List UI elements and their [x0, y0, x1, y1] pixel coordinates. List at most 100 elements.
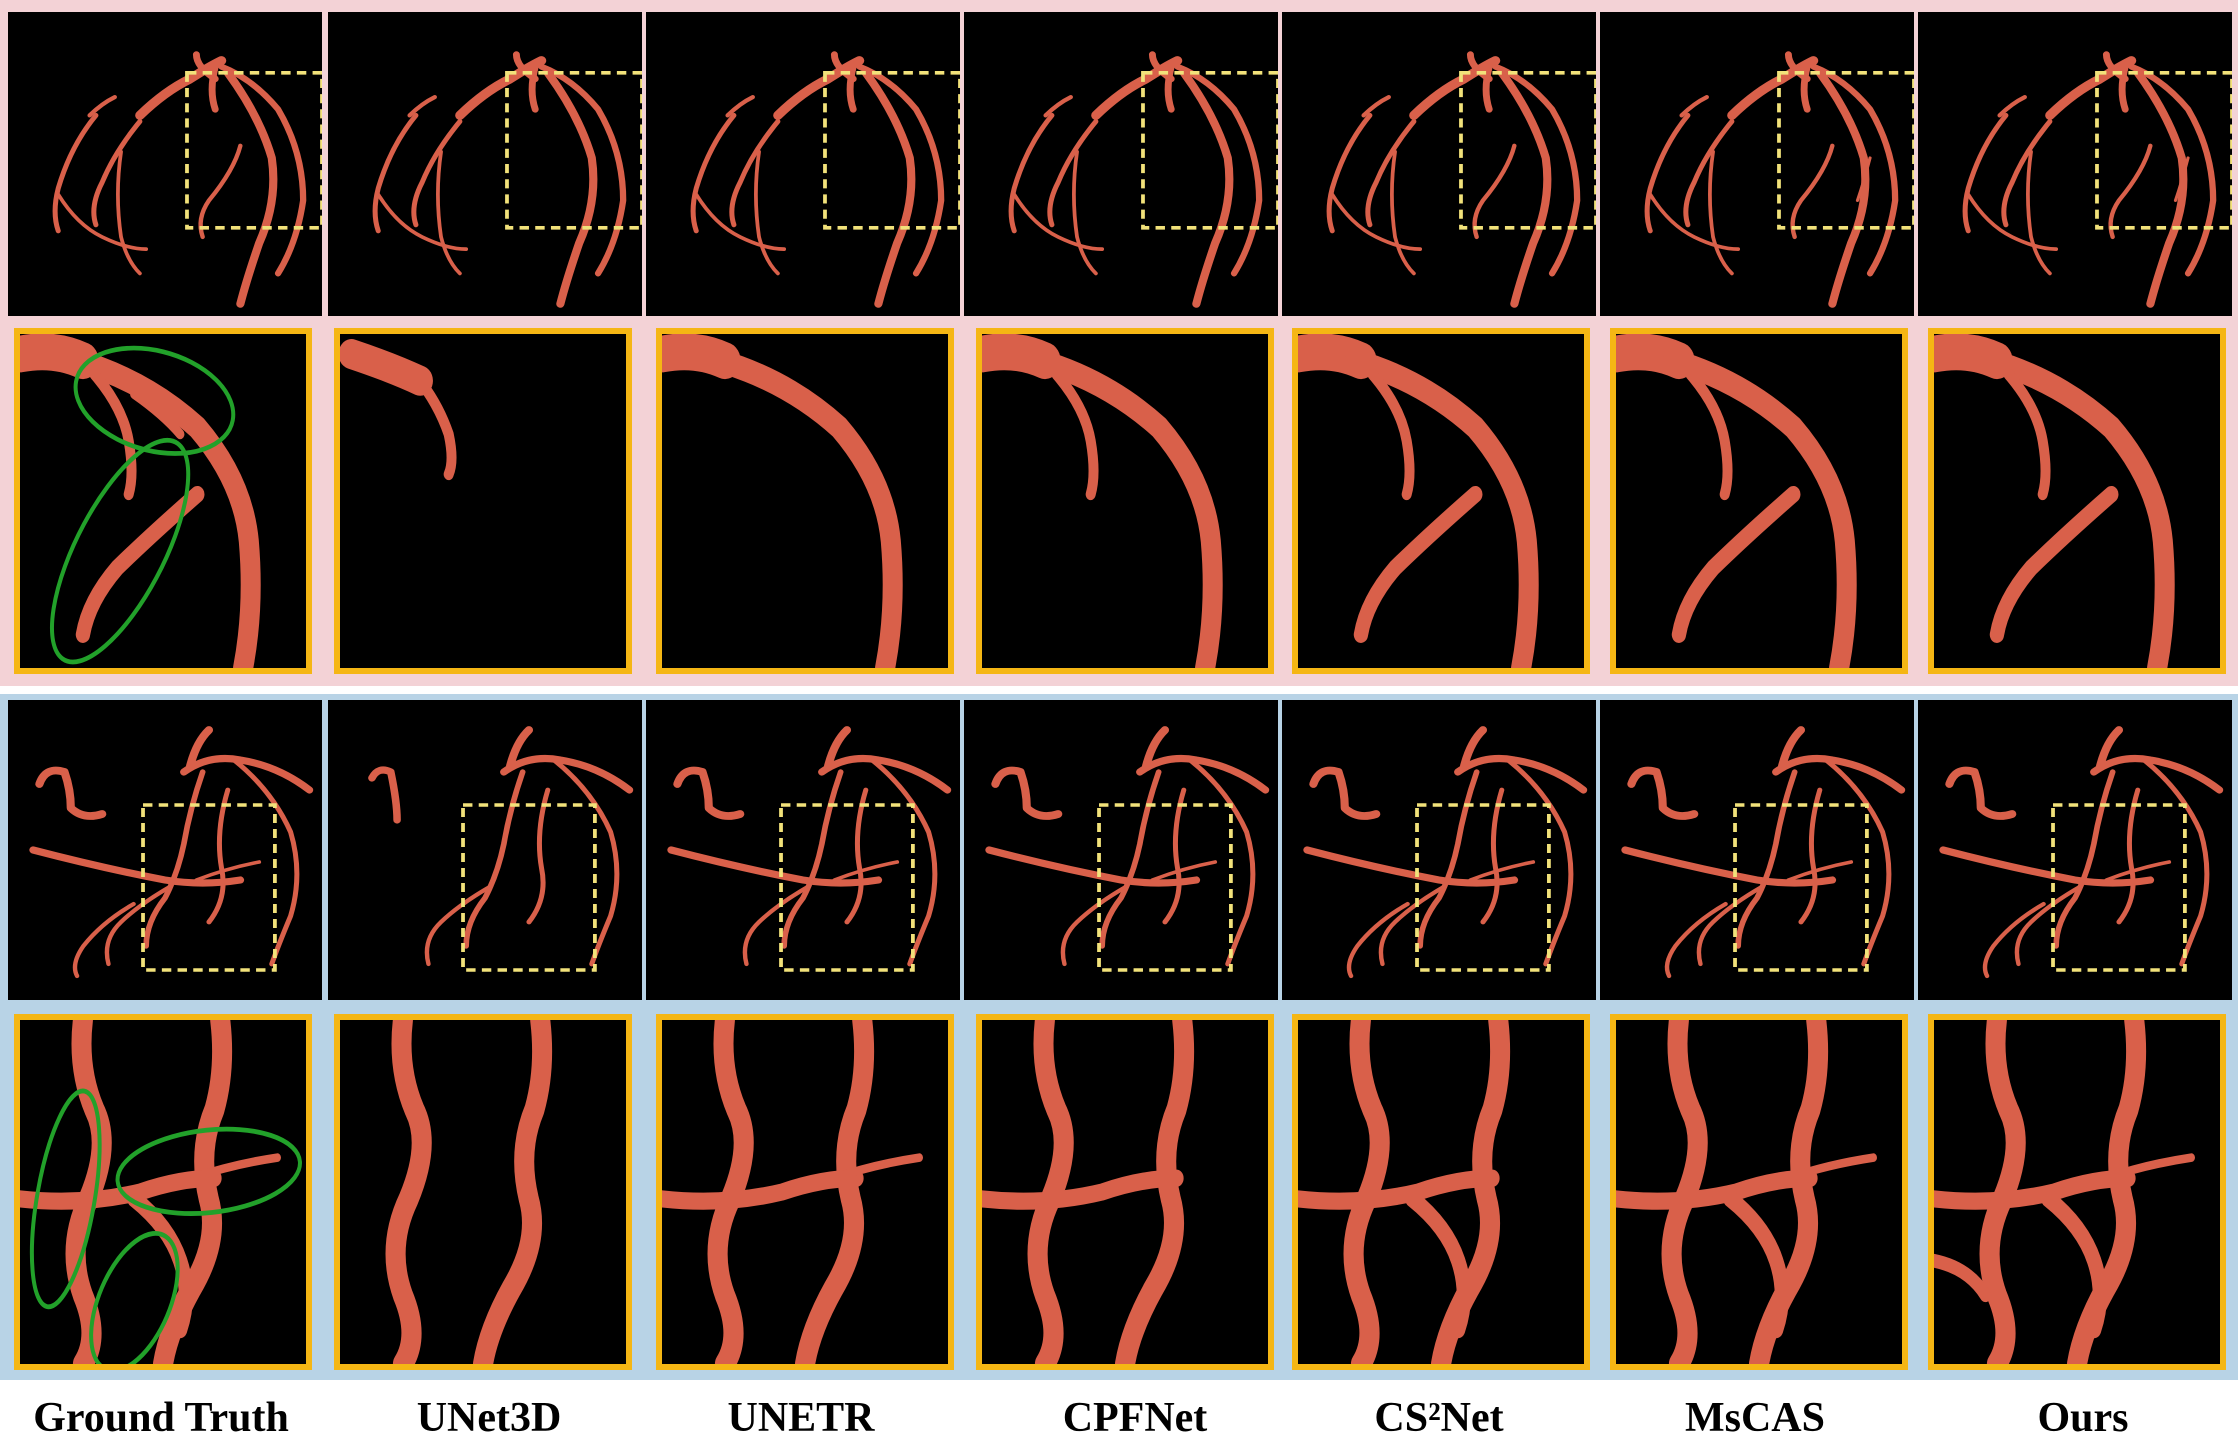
vessel-segment: [143, 769, 206, 949]
vessel-segment: [500, 754, 634, 794]
vessel-segment: [551, 757, 620, 967]
vessel-segment: [1148, 51, 1175, 83]
vessel-segment: [1939, 846, 2155, 887]
vessel-segment: [1330, 192, 1423, 251]
vessel-segment: [180, 754, 314, 794]
vessel-segment: [2128, 63, 2217, 277]
vessel-segment: [742, 883, 812, 967]
vessel-segment: [2066, 1020, 2147, 1364]
vessel-segment: [1454, 754, 1588, 794]
vessel-segment: [1664, 901, 1728, 979]
vessel-segment: [830, 51, 857, 83]
roi-dashed-box: [2095, 70, 2232, 230]
overview-case2-mscas: [1600, 700, 1914, 1000]
roi-dashed-box: [1459, 70, 1596, 230]
vessel-segment: [1616, 1169, 1818, 1210]
vessel-segment: [2108, 143, 2153, 240]
vessel-segment: [1823, 757, 1892, 967]
zoom-case2-gt: [14, 1014, 312, 1370]
vessel-segment: [1671, 485, 1801, 643]
vessel-segment: [709, 349, 903, 668]
vessel-segment: [2041, 1190, 2107, 1339]
vessel-segment: [1142, 726, 1170, 770]
vessel-segment: [1060, 883, 1130, 967]
vessel-segment: [87, 94, 117, 118]
vessel-segment: [223, 68, 278, 308]
vessel-segment: [1934, 1169, 2136, 1210]
vessel-segment: [1981, 349, 2175, 668]
vessel-segment: [824, 726, 852, 770]
vessel-segment: [1648, 192, 1741, 251]
vessel-segment: [1179, 68, 1234, 308]
vessel-segment: [985, 846, 1201, 887]
vessel-segment: [528, 63, 539, 113]
vessel-segment: [1346, 901, 1410, 979]
roi-dashed-box: [185, 70, 322, 230]
vessel-segment: [1855, 156, 1872, 202]
vessel-segment: [1150, 860, 1218, 882]
roi-dashed-box: [461, 803, 597, 972]
vessel-segment: [29, 846, 245, 887]
roi-dashed-box: [1097, 803, 1233, 972]
vessel-segment: [1790, 143, 1835, 240]
vessel-segment: [218, 63, 307, 277]
vessel-segment: [754, 150, 780, 276]
vessel-segment: [1663, 349, 1857, 668]
vessel-segment: [1390, 150, 1416, 276]
vessel-segment: [1505, 757, 1574, 967]
vessel-segment: [982, 1169, 1184, 1210]
vessel-segment: [673, 766, 745, 820]
roi-dashed-box: [1733, 803, 1869, 972]
annotation-ellipse: [89, 1230, 180, 1364]
vessel-segment: [1492, 63, 1581, 277]
zoom-case1-unetr: [656, 328, 954, 674]
vessel-segment: [1136, 754, 1270, 794]
vessel-segment: [1696, 883, 1766, 967]
vessel-segment: [1497, 68, 1552, 308]
vessel-segment: [2116, 787, 2141, 925]
vessel-segment: [91, 119, 143, 228]
vessel-segment: [1303, 846, 1519, 887]
vessel-segment: [407, 94, 437, 118]
zoom-case2-unetr: [656, 1014, 954, 1370]
vessel-segment: [1982, 901, 2046, 979]
vessel-segment: [1997, 94, 2027, 118]
vessel-segment: [198, 143, 243, 240]
vessel-segment: [1072, 150, 1098, 276]
label-unet3d: UNet3D: [416, 1395, 562, 1441]
vessel-segment: [725, 94, 755, 118]
vessel-segment: [1114, 1020, 1195, 1364]
vessel-segment: [1772, 754, 1906, 794]
vessel-segment: [127, 1190, 193, 1339]
vessel-segment: [2133, 68, 2188, 308]
vessel-segment: [2173, 156, 2190, 202]
vessel-segment: [1685, 368, 1733, 501]
vessel-segment: [376, 192, 469, 251]
vessel-segment: [543, 68, 598, 308]
zoom-case2-unet3d: [334, 1014, 632, 1370]
vessel-segment: [2001, 119, 2053, 228]
vessel-segment: [818, 754, 952, 794]
vessel-segment: [1008, 112, 1055, 234]
overview-case2-gt: [8, 700, 322, 1000]
overview-case2-cs2net: [1282, 700, 1596, 1000]
vessel-segment: [690, 112, 737, 234]
vessel-segment: [1466, 51, 1493, 83]
vessel-segment: [1723, 1190, 1789, 1339]
vessel-segment: [1482, 63, 1493, 113]
vessel-segment: [1679, 94, 1709, 118]
vessel-segment: [794, 1020, 875, 1364]
vessel-segment: [1468, 860, 1536, 882]
vessel-segment: [192, 51, 219, 83]
vessel-segment: [1012, 192, 1105, 251]
vessel-segment: [1748, 1020, 1829, 1364]
vessel-segment: [206, 787, 231, 925]
zoom-case2-mscas: [1610, 1014, 1908, 1370]
zoom-case1-ours: [1928, 328, 2226, 674]
vessel-segment: [1786, 860, 1854, 882]
vessel-segment: [231, 757, 300, 967]
roi-dashed-box: [505, 70, 642, 230]
vessel-segment: [1708, 150, 1734, 276]
label-ours: Ours: [2037, 1395, 2129, 1441]
vessel-segment: [35, 766, 107, 820]
